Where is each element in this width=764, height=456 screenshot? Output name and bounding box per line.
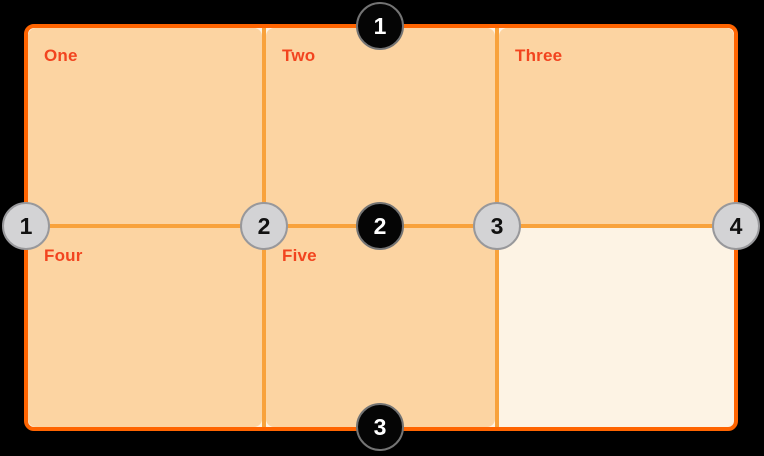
grid-cell-four: Four [28, 228, 262, 427]
column-line-marker-2-number: 2 [257, 212, 271, 239]
column-line-marker-1-number: 1 [19, 212, 33, 239]
row-line-marker-1-number: 1 [373, 12, 387, 39]
row-line-marker-3: 3 [356, 403, 404, 451]
grid-cell-three: Three [499, 28, 734, 224]
row-line-marker-2-number: 2 [373, 212, 387, 239]
cell-label-four: Four [44, 246, 83, 265]
row-line-marker-1: 1 [356, 2, 404, 50]
grid-cell-two: Two [266, 28, 495, 224]
cell-label-one: One [44, 46, 78, 65]
row-line-marker-2: 2 [356, 202, 404, 250]
cell-label-two: Two [282, 46, 316, 65]
grid-cell-five: Five [266, 228, 495, 427]
column-line-marker-3: 3 [473, 202, 521, 250]
grid-cell-empty [499, 228, 734, 427]
column-line-marker-1: 1 [2, 202, 50, 250]
grid-cell-one: One [28, 28, 262, 224]
column-line-marker-2: 2 [240, 202, 288, 250]
cell-label-three: Three [515, 46, 563, 65]
row-line-marker-3-number: 3 [373, 413, 387, 440]
column-line-marker-4: 4 [712, 202, 760, 250]
cell-label-five: Five [282, 246, 317, 265]
column-line-marker-3-number: 3 [490, 212, 504, 239]
column-line-marker-4-number: 4 [729, 212, 743, 239]
